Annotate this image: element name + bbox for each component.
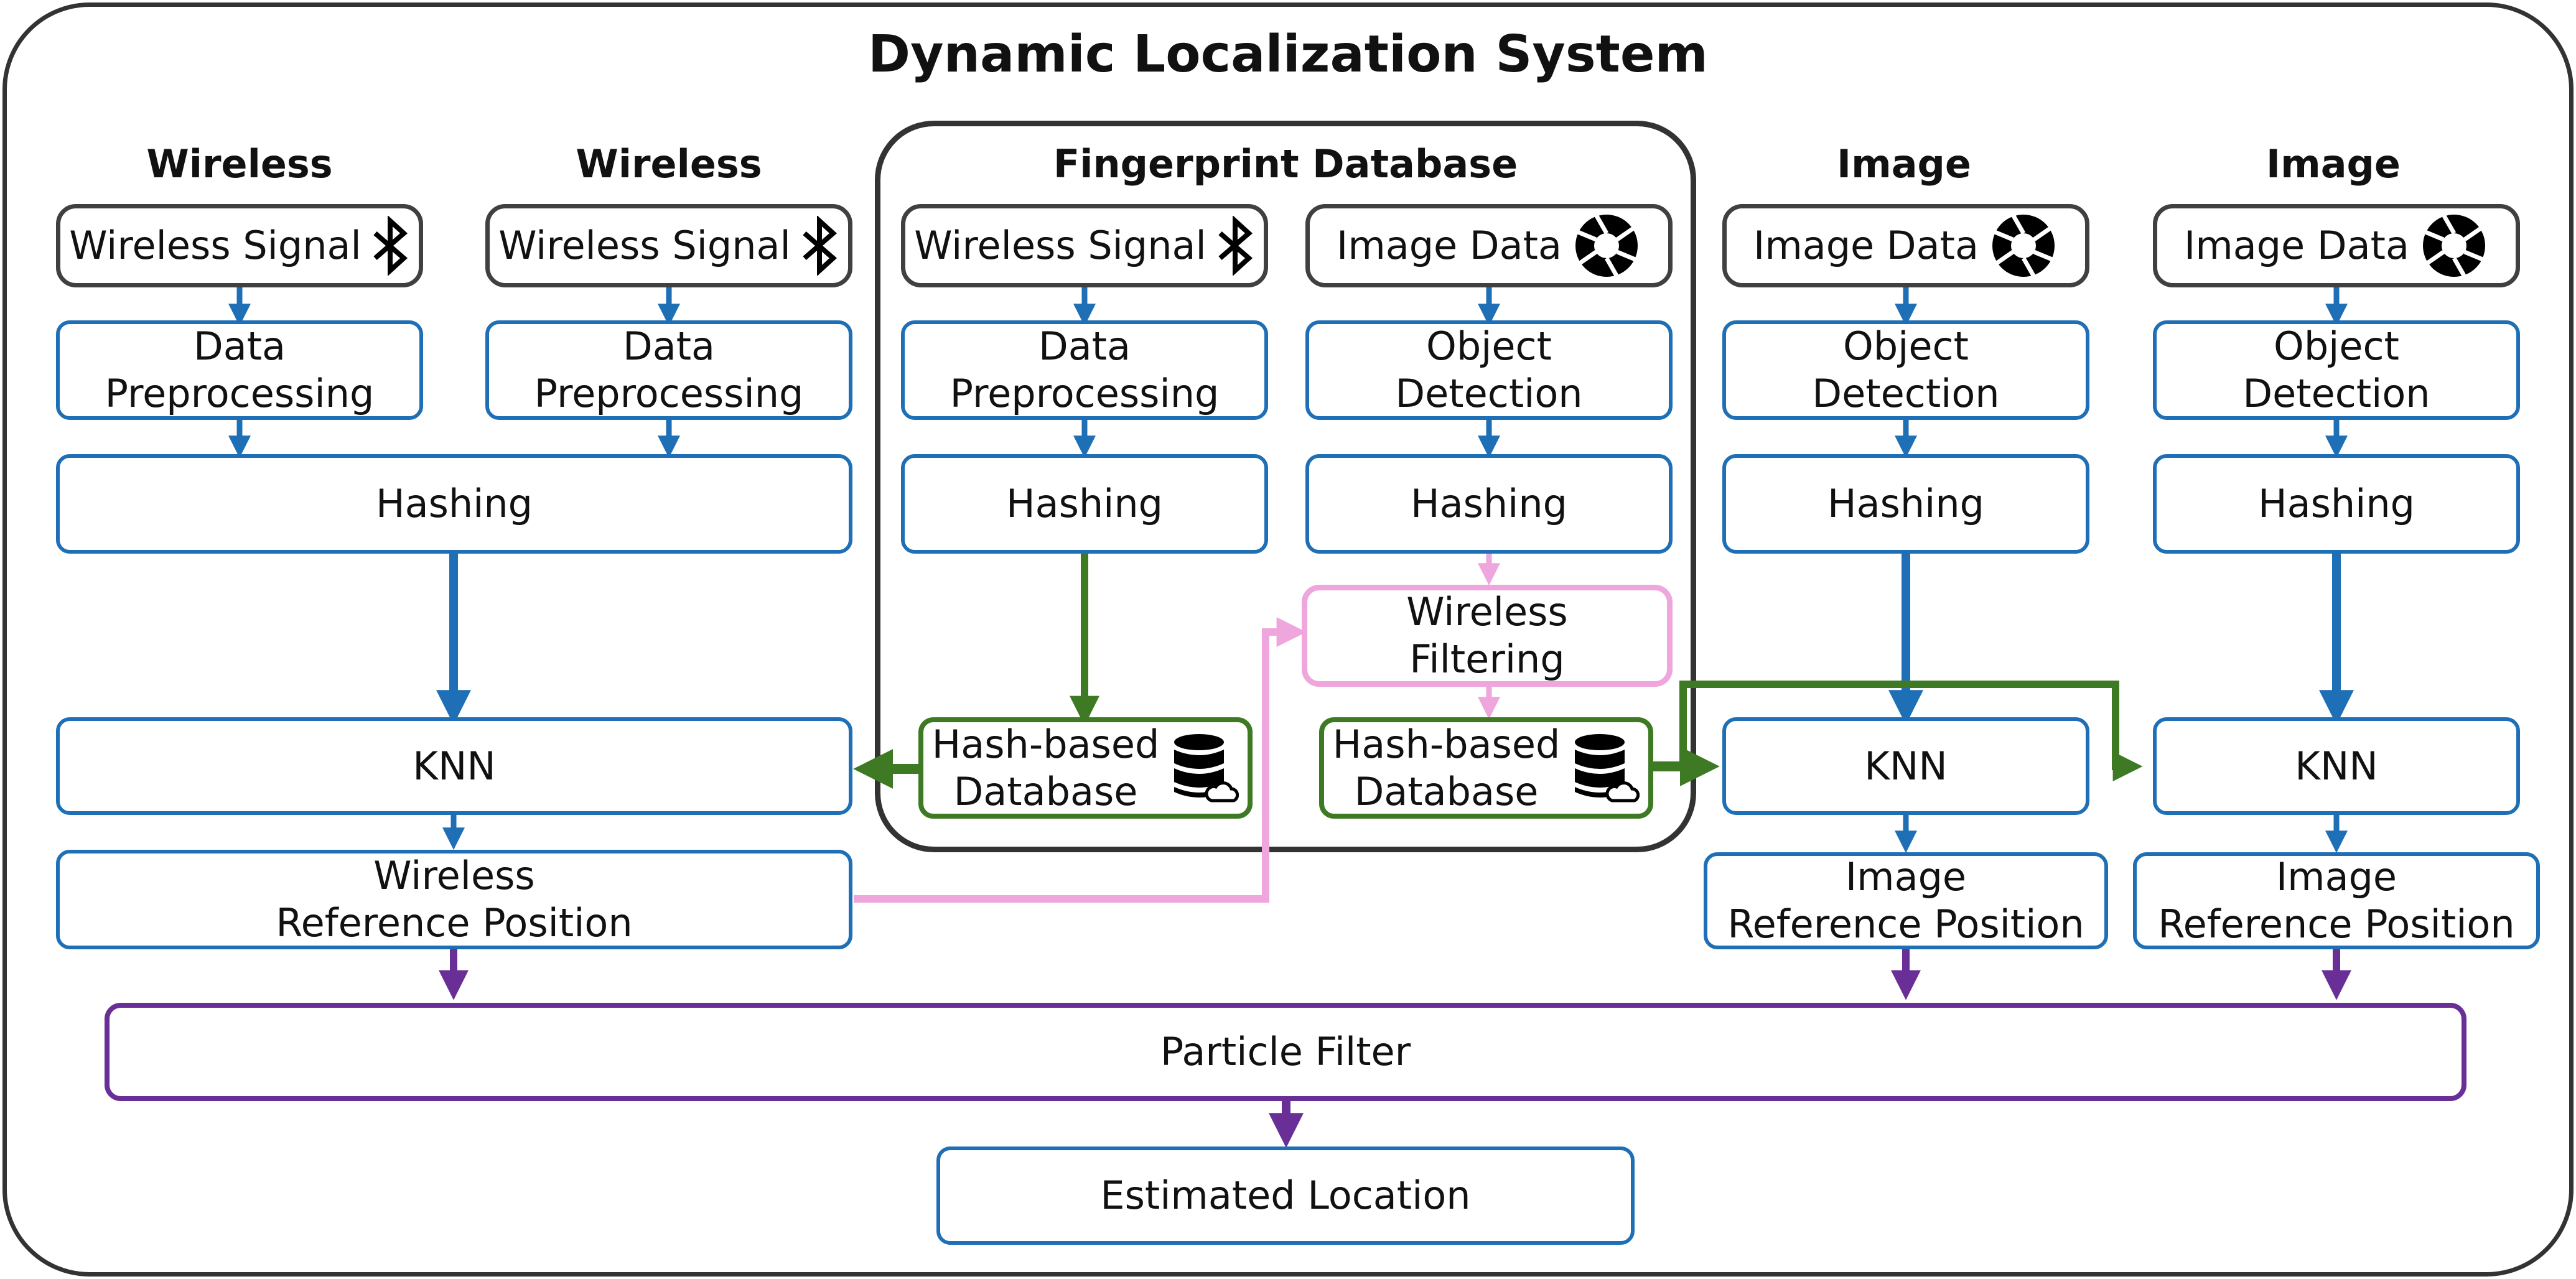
preprocessing-line-2: Preprocessing	[534, 371, 804, 416]
preprocessing-line-1: Data	[193, 323, 286, 369]
wireless-signal-label: Wireless Signal	[914, 223, 1206, 268]
particle-filter-box: Particle Filter	[105, 1003, 2466, 1101]
wireless-signal-label: Wireless Signal	[498, 223, 791, 268]
arrow-image-database-to-knn-2	[1679, 681, 2143, 781]
image-data-label: Image Data	[2184, 223, 2409, 268]
cloud-database-icon	[1174, 733, 1239, 802]
image-knn-box-1: KNN	[1722, 717, 2089, 815]
particle-filter-label: Particle Filter	[1160, 1029, 1411, 1074]
preprocessing-line-1: Data	[622, 323, 716, 369]
reference-line-2: Reference Position	[2158, 901, 2515, 947]
reference-line-2: Reference Position	[1727, 901, 2084, 947]
detection-line-2: Detection	[1395, 371, 1583, 416]
reference-line-1: Wireless	[373, 853, 535, 898]
hashing-label: Hashing	[1827, 481, 1985, 526]
knn-label: KNN	[1864, 743, 1948, 789]
detection-line-1: Object	[1426, 323, 1552, 369]
header-wireless-1: Wireless	[146, 141, 333, 187]
detection-line-2: Detection	[1812, 371, 2000, 416]
header-fingerprint-database: Fingerprint Database	[1053, 141, 1518, 187]
wireless-signal-label: Wireless Signal	[69, 223, 362, 268]
database-line-2: Database	[1354, 768, 1539, 814]
detection-line-1: Object	[2274, 323, 2399, 369]
image-knn-box-2: KNN	[2153, 717, 2520, 815]
knn-label: KNN	[413, 743, 496, 789]
database-line-1: Hash-based	[1332, 721, 1561, 767]
filtering-line-1: Wireless	[1406, 589, 1568, 635]
image-data-box-1: Image Data	[1722, 204, 2089, 287]
estimated-location-box: Estimated Location	[936, 1146, 1635, 1245]
hashing-label: Hashing	[375, 481, 533, 526]
fp-image-hashing-box: Hashing	[1305, 454, 1673, 554]
filtering-line-2: Filtering	[1409, 636, 1565, 682]
header-image-2: Image	[2266, 141, 2401, 187]
arrow-wireless-reference-to-filtering	[854, 617, 1307, 903]
reference-line-1: Image	[1845, 854, 1967, 900]
detection-line-2: Detection	[2242, 371, 2430, 416]
database-line-2: Database	[953, 768, 1138, 814]
bluetooth-icon	[1218, 216, 1253, 276]
preprocessing-line-1: Data	[1038, 323, 1131, 369]
hashing-label: Hashing	[2257, 481, 2415, 526]
wireless-signal-box-1: Wireless Signal	[56, 204, 423, 287]
image-hashing-box-1: Hashing	[1722, 454, 2089, 554]
preprocessing-line-2: Preprocessing	[105, 371, 375, 416]
wireless-hashing-box: Hashing	[56, 454, 852, 554]
bluetooth-icon	[373, 216, 408, 276]
reference-line-2: Reference Position	[276, 900, 633, 946]
diagram-title: Dynamic Localization System	[868, 25, 1708, 84]
preprocessing-line-2: Preprocessing	[950, 371, 1220, 416]
image-hashing-box-2: Hashing	[2153, 454, 2520, 554]
knn-label: KNN	[2295, 743, 2378, 789]
image-data-box-2: Image Data	[2153, 204, 2520, 287]
camera-aperture-icon	[1992, 215, 2055, 277]
fp-image-data-box: Image Data	[1305, 204, 1673, 287]
header-image-1: Image	[1837, 141, 1971, 187]
fp-wireless-hashing-box: Hashing	[901, 454, 1268, 554]
cloud-database-icon	[1575, 733, 1640, 802]
wireless-knn-box: KNN	[56, 717, 852, 815]
camera-aperture-icon	[2422, 215, 2485, 277]
bluetooth-icon	[803, 216, 837, 276]
hashing-label: Hashing	[1410, 481, 1568, 526]
hashing-label: Hashing	[1006, 481, 1164, 526]
reference-line-1: Image	[2275, 854, 2397, 900]
estimated-location-label: Estimated Location	[1100, 1173, 1471, 1218]
header-wireless-2: Wireless	[576, 141, 762, 187]
image-data-label: Image Data	[1337, 223, 1562, 268]
fingerprint-database-frame	[875, 121, 1696, 852]
wireless-signal-box-2: Wireless Signal	[485, 204, 852, 287]
database-line-1: Hash-based	[931, 721, 1160, 767]
image-data-label: Image Data	[1753, 223, 1979, 268]
camera-aperture-icon	[1575, 215, 1638, 277]
detection-line-1: Object	[1843, 323, 1969, 369]
fp-wireless-signal-box: Wireless Signal	[901, 204, 1268, 287]
